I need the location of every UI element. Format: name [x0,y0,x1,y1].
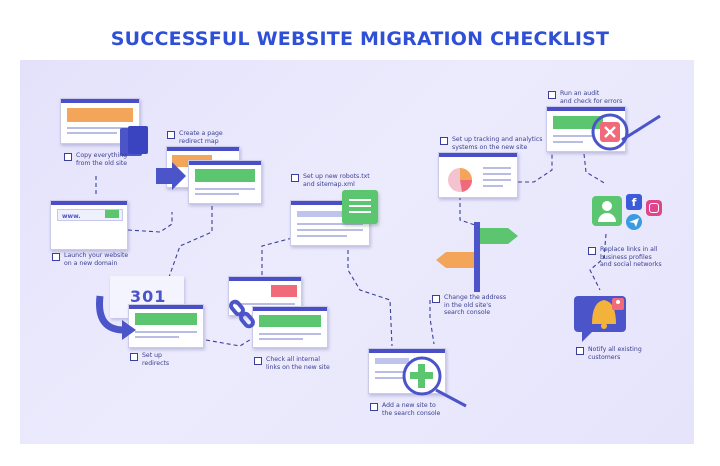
checkbox-icon[interactable] [64,153,72,161]
step-tracking-analytics: Set up tracking and analytics systems on… [440,136,543,151]
bell-icon [592,300,616,324]
step-label: Set up new robots.txt and sitemap.xml [303,173,370,188]
step-label: Copy everything from the old site [76,152,128,167]
checkbox-icon[interactable] [440,137,448,145]
step-replace-links: Replace links in all business profiles a… [588,246,662,269]
telegram-icon [626,214,642,230]
redirect-new-window [128,304,204,348]
page-title: SUCCESSFUL WEBSITE MIGRATION CHECKLIST [110,28,610,50]
instagram-icon [646,200,662,216]
checkbox-icon[interactable] [291,174,299,182]
step-copy-everything: Copy everything from the old site [64,152,127,167]
step-label: Notify all existing customers [588,346,642,361]
step-set-up-redirects: Set up redirects [130,352,169,367]
checkbox-icon[interactable] [370,403,378,411]
step-label: Create a page redirect map [179,130,223,145]
step-label: Set up redirects [142,352,170,367]
facebook-icon: f [626,194,642,210]
sitemap-document-icon [342,190,378,224]
step-label: Set up tracking and analytics systems on… [452,136,543,151]
step-launch-new-domain: Launch your website on a new domain [52,252,128,267]
checkbox-icon[interactable] [432,295,440,303]
step-label: Replace links in all business profiles a… [600,246,662,269]
checkbox-icon[interactable] [254,357,262,365]
checkbox-icon[interactable] [548,91,556,99]
internal-links-window-front [252,306,328,348]
audit-window [546,106,626,152]
step-label: Add a new site to the search console [382,402,441,417]
step-create-redirect-map: Create a page redirect map [167,130,223,145]
redirect-map-window-front [188,160,262,204]
step-label: Run an audit and check for errors [560,90,623,105]
step-add-search-console: Add a new site to the search console [370,402,440,417]
redirect-code: 301 [130,287,167,306]
step-check-internal-links: Check all internal links on the new site [254,356,330,371]
step-label: Launch your website on a new domain [64,252,129,267]
checkbox-icon[interactable] [130,353,138,361]
url-bar-text: www. [62,213,81,220]
step-notify-customers: Notify all existing customers [576,346,642,361]
step-run-audit: Run an audit and check for errors [548,90,622,105]
step-label: Check all internal links on the new site [266,356,330,371]
user-icon [592,196,622,226]
checkbox-icon[interactable] [52,253,60,261]
step-label: Change the address in the old site's sea… [444,294,507,317]
step-robots-sitemap: Set up new robots.txt and sitemap.xml [291,173,370,188]
checkbox-icon[interactable] [588,247,596,255]
new-domain-browser [50,200,128,250]
checkbox-icon[interactable] [576,347,584,355]
checkbox-icon[interactable] [167,131,175,139]
step-change-address: Change the address in the old site's sea… [432,294,506,317]
